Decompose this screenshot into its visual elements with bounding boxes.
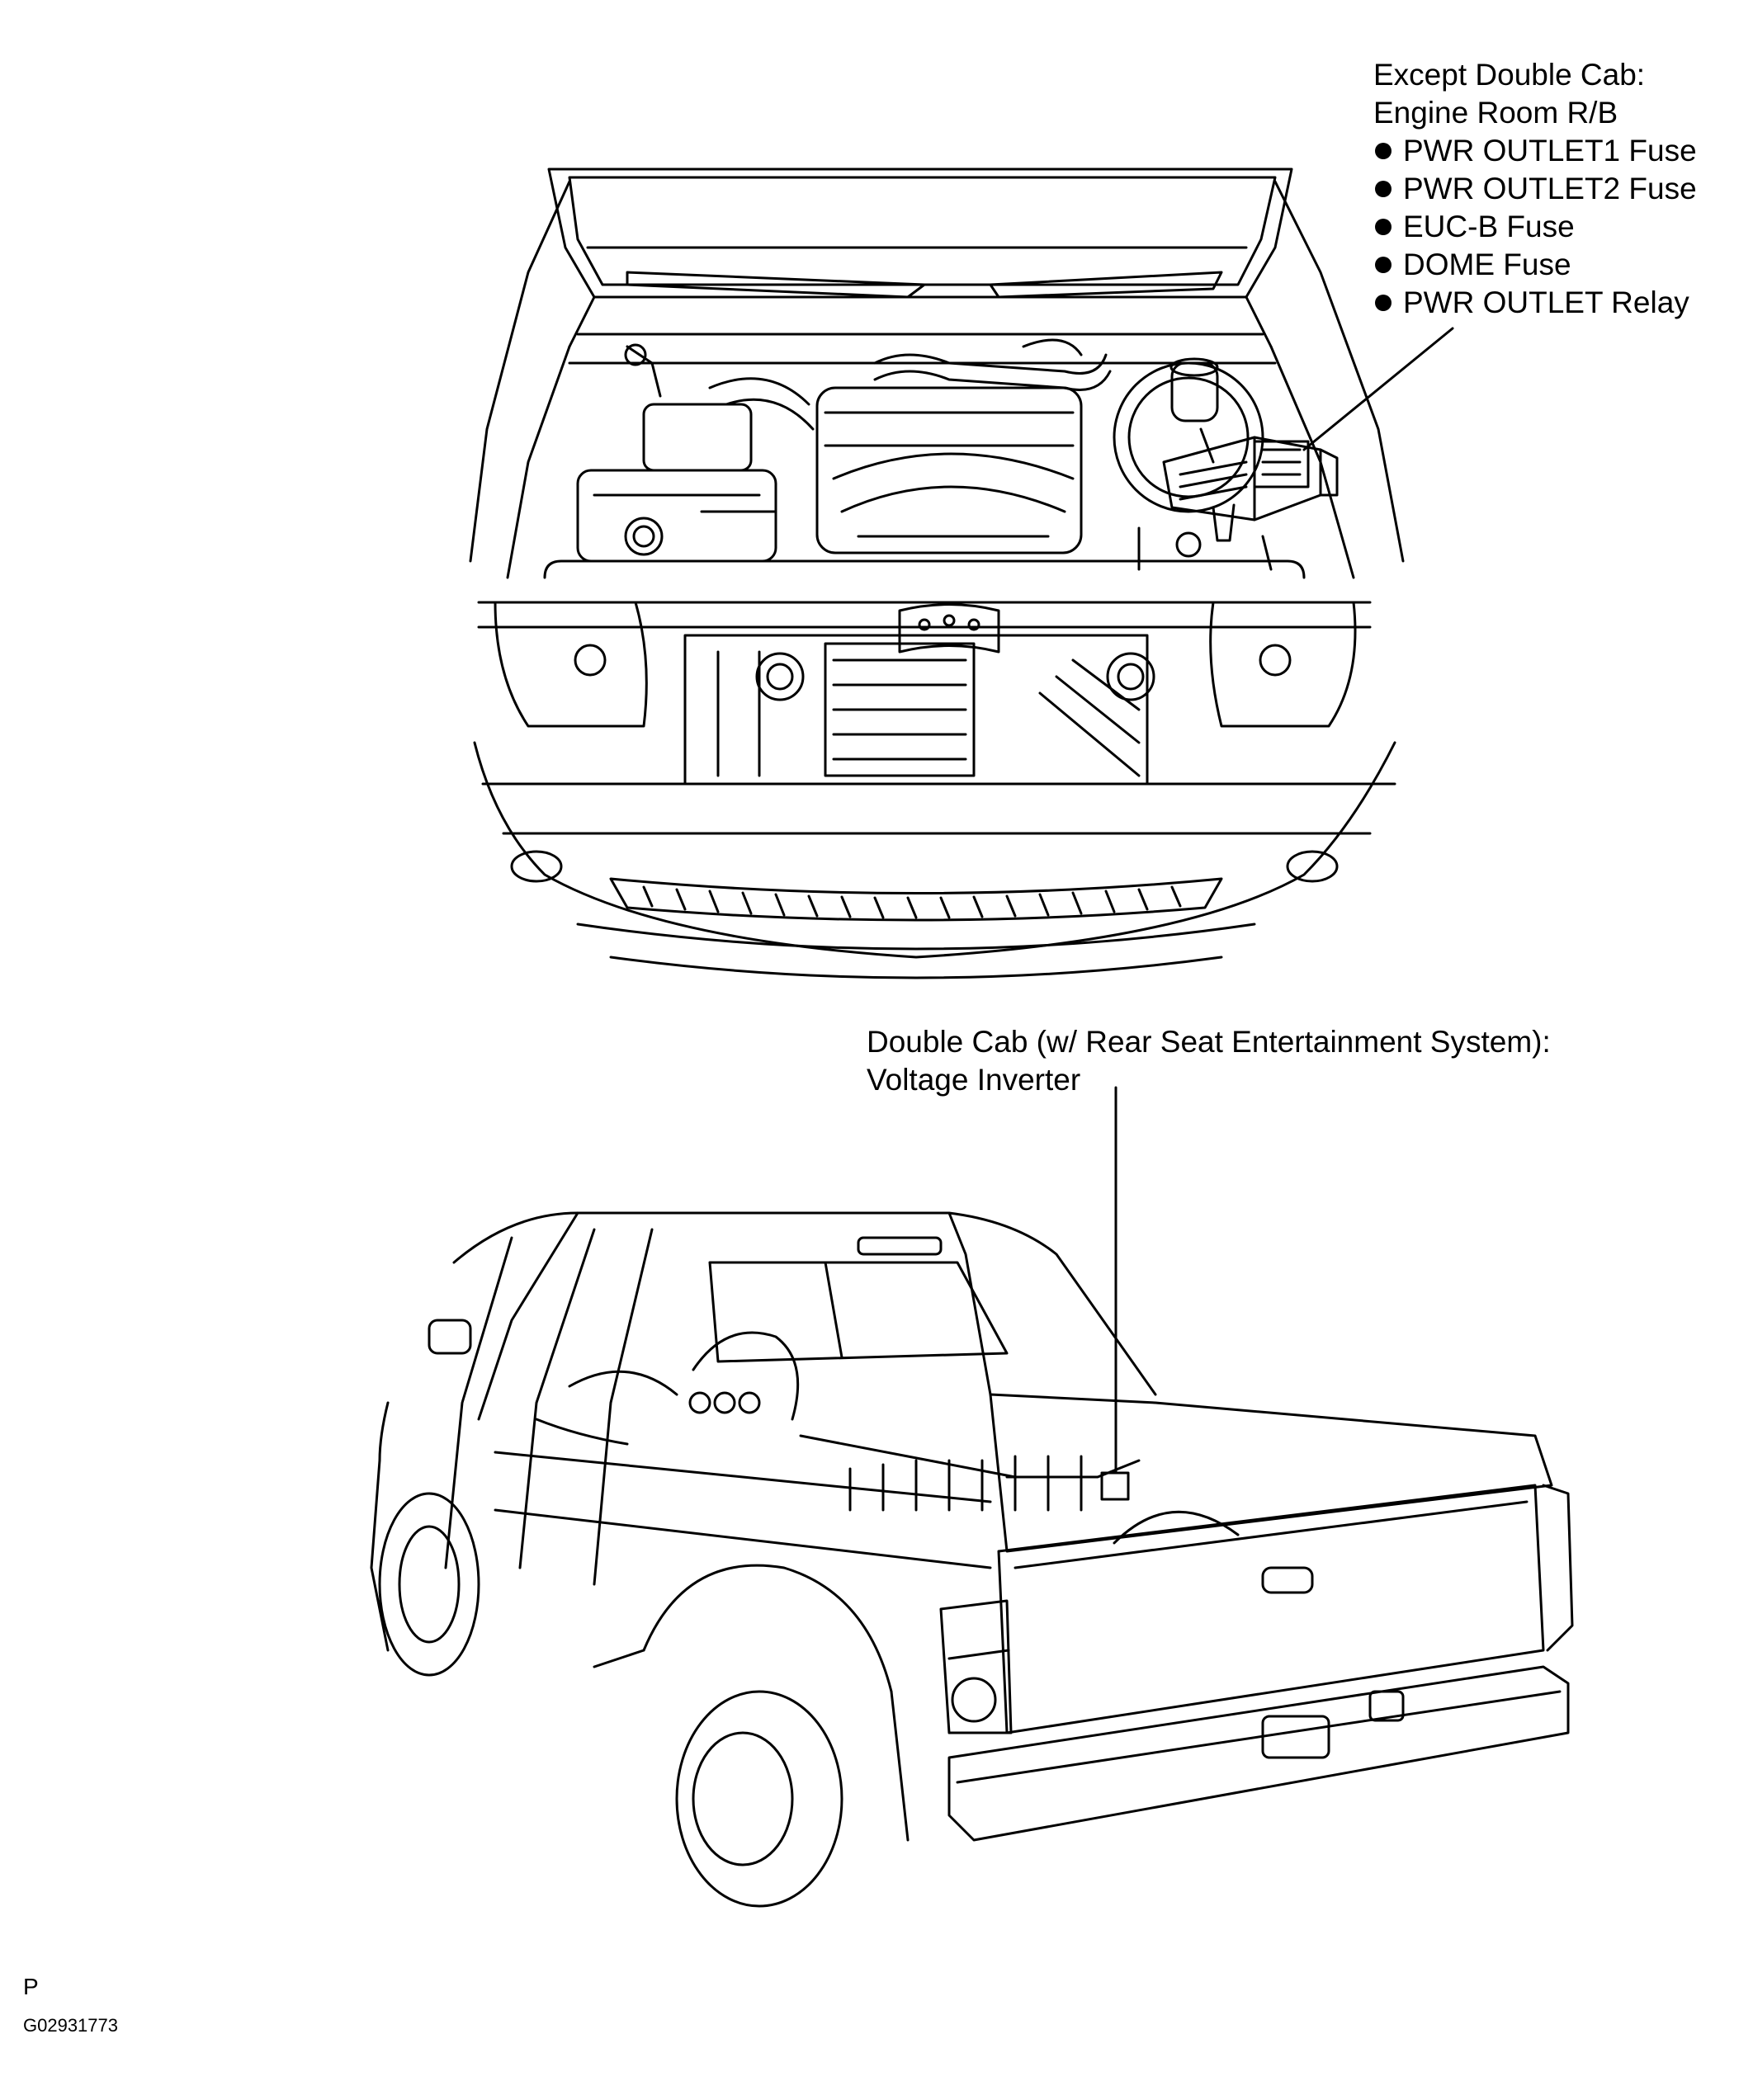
- engine-room-heading-2: Engine Room R/B: [1373, 96, 1618, 130]
- front-bumper: [473, 741, 1396, 959]
- tailgate: [997, 1484, 1545, 1734]
- figure-code: G02931773: [23, 2015, 118, 2036]
- truck-bed: [989, 1393, 1553, 1553]
- engine-room-callout: Except Double Cab: Engine Room R/B PWR O…: [1373, 56, 1697, 322]
- rear-bumper: [947, 1665, 1570, 1842]
- engine-room-item: PWR OUTLET Relay: [1373, 284, 1697, 322]
- rear-truck-drawing: [370, 1211, 1574, 1908]
- inverter-callout: Double Cab (w/ Rear Seat Entertainment S…: [867, 1023, 1551, 1099]
- engine-room-item: PWR OUTLET1 Fuse: [1373, 132, 1697, 170]
- engine-room-leader-line: [1302, 327, 1454, 451]
- inverter-line-1: Double Cab (w/ Rear Seat Entertainment S…: [867, 1025, 1551, 1059]
- footer-letter: P: [23, 1974, 39, 1999]
- front-truck-drawing: [469, 168, 1405, 979]
- engine-room-item-list: PWR OUTLET1 Fuse PWR OUTLET2 Fuse EUC-B …: [1373, 132, 1697, 322]
- voltage-inverter-box: [1100, 1471, 1130, 1501]
- hood-outline: [547, 168, 1293, 299]
- inverter-line-2: Voltage Inverter: [867, 1063, 1081, 1097]
- engine-room-relay-box: [1162, 436, 1339, 542]
- engine-room-item: PWR OUTLET2 Fuse: [1373, 170, 1697, 208]
- engine-room-item: EUC-B Fuse: [1373, 208, 1697, 246]
- engine-room-item: DOME Fuse: [1373, 246, 1697, 284]
- cab-outline: [452, 1211, 1157, 1396]
- engine-room-heading-1: Except Double Cab:: [1373, 58, 1646, 92]
- right-headlight: [1209, 601, 1357, 728]
- left-headlight: [494, 601, 648, 728]
